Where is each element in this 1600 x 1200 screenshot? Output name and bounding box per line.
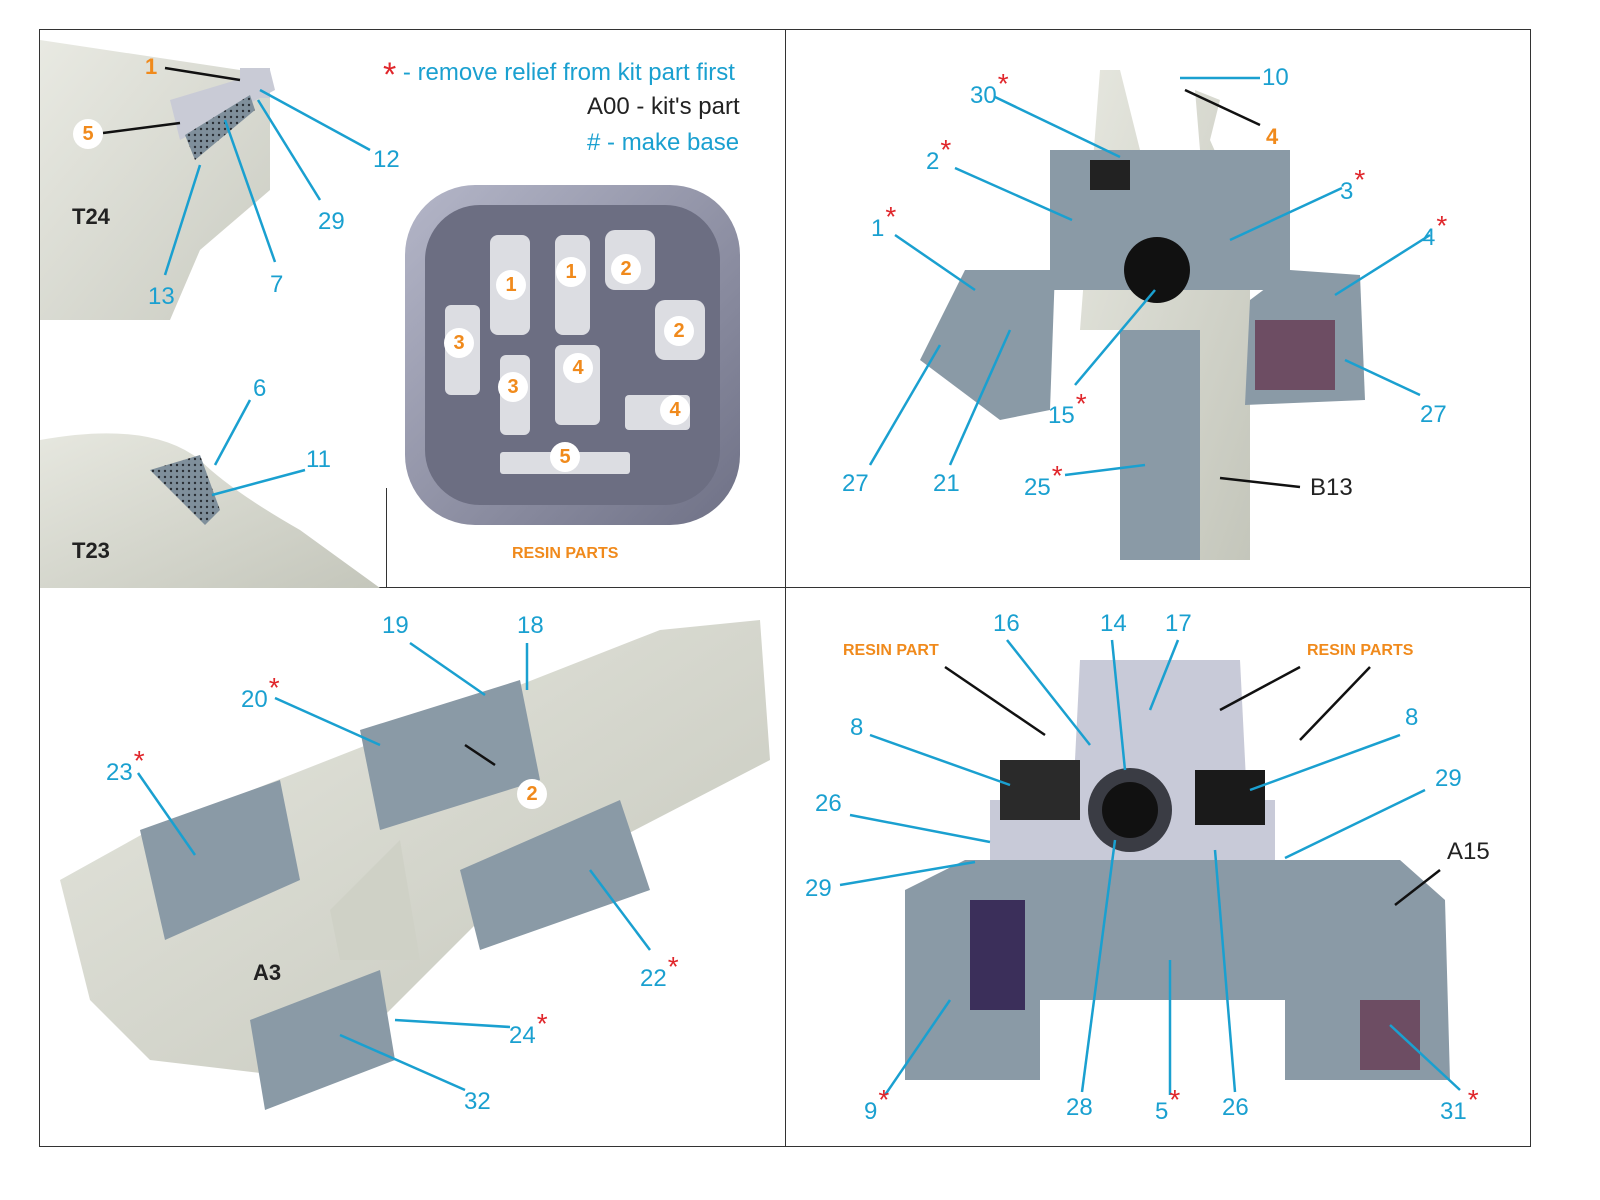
callout-label: 9* (864, 1084, 890, 1125)
callout-label: 26 (1222, 1094, 1249, 1121)
star-marker: * (1051, 460, 1063, 491)
part-t24 (40, 40, 275, 320)
kit-part-label: T24 (72, 204, 110, 229)
callout-label: 10 (1262, 64, 1289, 91)
resin-callout: 1 (145, 54, 158, 79)
resin-part-caption: RESIN PART (843, 642, 939, 659)
resin-parts-caption: RESIN PARTS (1307, 642, 1414, 659)
callout-label: 5* (1155, 1084, 1181, 1125)
resin-callout-badge: 5 (73, 119, 103, 149)
callout-label: 12 (373, 146, 400, 173)
kit-part-label: A15 (1447, 838, 1490, 865)
star-marker: * (268, 672, 280, 703)
callout-label: 29 (805, 875, 832, 902)
legend-make-base: # - make base (587, 129, 740, 156)
divider-horizontal (39, 587, 1531, 588)
callout-label: 14 (1100, 610, 1127, 637)
resin-parts-caption: RESIN PARTS (512, 545, 619, 562)
callout-label: 31* (1440, 1084, 1479, 1125)
star-marker: * (885, 201, 897, 232)
callout-label: 22* (640, 951, 679, 992)
callout-label: 20* (241, 672, 280, 713)
callout-label: 3* (1340, 164, 1366, 205)
callout-label: 7 (270, 271, 284, 298)
kit-part-label: A3 (253, 960, 282, 985)
resin-part-badge: 3 (498, 372, 528, 402)
callout-label: 30* (970, 68, 1009, 109)
star-marker: * (1075, 388, 1087, 419)
star-marker: * (536, 1008, 548, 1039)
callout-label: 2* (926, 134, 952, 175)
star-marker: * (1467, 1084, 1479, 1115)
cockpit-tub-a3 (60, 620, 770, 1110)
instrument-panel-b13 (920, 70, 1365, 560)
star-marker: * (133, 745, 145, 776)
callout-label: 27 (1420, 401, 1447, 428)
star-marker: * (940, 134, 952, 165)
star-marker: * (997, 68, 1009, 99)
resin-part-badge: 5 (550, 442, 580, 472)
kit-part-label: T23 (72, 538, 110, 563)
leader-lines (136, 76, 1461, 1096)
callout-label: 6 (253, 375, 267, 402)
leader-lines-black (102, 66, 1441, 906)
callout-label: 11 (306, 446, 331, 473)
callout-label: 18 (517, 612, 544, 639)
callout-label: 23* (106, 745, 145, 786)
callout-label: 24* (509, 1008, 548, 1049)
callout-label: 27 (842, 470, 869, 497)
callout-label: 13 (148, 283, 175, 310)
callout-label: 19 (382, 612, 409, 639)
resin-part-badge: 3 (444, 328, 474, 358)
divider-vertical (785, 29, 786, 1147)
resin-part-badge: 4 (563, 353, 593, 383)
callout-label: 8 (1405, 704, 1419, 731)
divider-sub (386, 488, 387, 588)
resin-part-badge: 1 (496, 270, 526, 300)
kit-part-label: B13 (1310, 474, 1353, 501)
star-marker: * (1354, 164, 1366, 195)
star-marker: * (878, 1084, 890, 1115)
callout-label: 16 (993, 610, 1020, 637)
callout-label: 17 (1165, 610, 1192, 637)
part-t23 (40, 433, 380, 588)
callout-label: 4* (1422, 210, 1448, 251)
resin-part-badge: 4 (660, 395, 690, 425)
callout-label: 29 (318, 208, 345, 235)
callout-label: 32 (464, 1088, 491, 1115)
legend-kit-part: A00 - kit's part (587, 93, 740, 120)
callout-label: 8 (850, 714, 864, 741)
legend-remove-relief: * - remove relief from kit part first (383, 56, 735, 94)
resin-part-badge: 2 (664, 316, 694, 346)
resin-callout: 4 (1266, 124, 1279, 149)
resin-part-badge: 1 (556, 257, 586, 287)
instrument-panel-a15 (905, 660, 1450, 1080)
star-marker: * (1436, 210, 1448, 241)
callout-label: 21 (933, 470, 960, 497)
resin-callout-badge: 2 (517, 779, 547, 809)
resin-part-badge: 2 (611, 254, 641, 284)
callout-label: 28 (1066, 1094, 1093, 1121)
callout-label: 29 (1435, 765, 1462, 792)
callout-label: 15* (1048, 388, 1087, 429)
callout-label: 25* (1024, 460, 1063, 501)
callout-label: 26 (815, 790, 842, 817)
star-marker: * (1169, 1084, 1181, 1115)
star-marker: * (667, 951, 679, 982)
callout-label: 1* (871, 201, 897, 242)
